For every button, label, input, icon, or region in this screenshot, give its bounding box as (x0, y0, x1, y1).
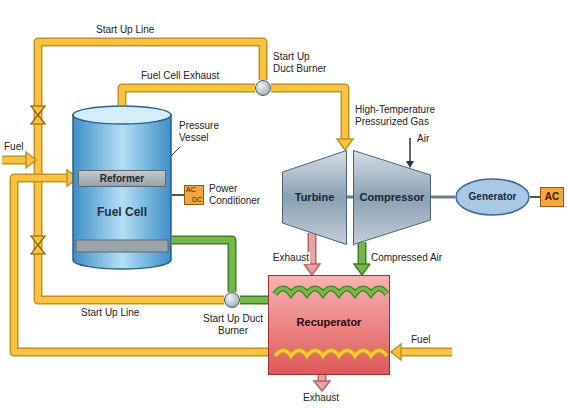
air-inlet-arrow (406, 138, 414, 168)
valve-half (31, 106, 45, 115)
pipe-label: Air (416, 133, 430, 145)
dc-mark: DC (192, 196, 202, 204)
arrow-head (354, 264, 370, 275)
machine-body (354, 151, 431, 245)
duct-burner: Start Up Duct Burner (255, 80, 271, 96)
node-heading: Start Up Duct Burner (273, 51, 333, 75)
pipe-fill (530, 196, 540, 198)
pipe-fill (398, 349, 452, 355)
link-line (530, 197, 540, 198)
link-line (172, 195, 184, 196)
fuel-coil (275, 351, 387, 357)
generator-body (456, 179, 529, 215)
cylinder-top (73, 106, 171, 124)
power-conditioner: ACDCPower Conditioner (184, 185, 204, 205)
arrow-head (406, 161, 414, 168)
pipe-fill (240, 297, 268, 303)
machine-body (283, 151, 347, 245)
air-coil (275, 289, 387, 295)
pipe-label: Fuel (410, 334, 431, 346)
node-title: Recuperator (269, 316, 389, 329)
arrow-head (337, 139, 353, 150)
link-line (347, 197, 353, 198)
arrow-head (391, 344, 401, 360)
flow-label: Fuel Cell Exhaust (140, 70, 232, 82)
valve-half (31, 115, 45, 124)
turbine-shape: Turbine (282, 150, 347, 245)
arrow-head (314, 381, 330, 391)
pipe-outline (398, 348, 452, 357)
pipe-label: Pressure Vessel (178, 120, 232, 144)
flow-label: Compressed Air (370, 252, 452, 264)
pipe-fill (122, 88, 255, 105)
process-pipe (172, 240, 232, 292)
arrow-head (26, 152, 36, 168)
node-title: AC (541, 188, 563, 206)
pipe-label: Fuel (3, 141, 24, 153)
pressure-vessel-cylinder (72, 105, 172, 270)
process-pipe (354, 242, 370, 275)
valve-half (31, 245, 45, 254)
ac-output-box: AC (540, 187, 564, 207)
node-title: Reformer (79, 171, 165, 186)
lower-plate (76, 240, 168, 252)
pipe-outline (122, 88, 255, 105)
exhaust-outlet-pipe (314, 375, 330, 391)
recuperator-box: Recuperator (268, 275, 390, 375)
ac-mark: AC (186, 186, 196, 194)
fuel-feed-pipe (391, 344, 452, 360)
flow-label: Exhaust (264, 252, 310, 264)
pipe-fill (431, 196, 455, 199)
fuel-cell-vessel: Fuel Cell Reformer (72, 105, 172, 270)
air-coil (275, 289, 387, 295)
duct-burner: Start Up Duct Burner (224, 292, 240, 308)
link-line (431, 197, 455, 198)
pipe-fill (172, 240, 232, 292)
pipe-fill (38, 42, 263, 300)
compressor-shape: Compressor (353, 150, 431, 245)
fuel-inlet-pipe (2, 152, 36, 168)
pipe-label: Start Up Line (80, 307, 140, 319)
process-pipe (122, 88, 255, 105)
pipe-label: Exhaust (302, 392, 340, 404)
valve-half (31, 236, 45, 245)
node-title: Generator (455, 191, 530, 203)
generator-ellipse: Generator (455, 178, 530, 216)
node-heading: Power Conditioner (209, 183, 271, 207)
pipe-outline (172, 240, 232, 292)
node-heading: Start Up Duct Burner (201, 313, 265, 337)
process-pipe (240, 300, 268, 301)
process-pipe (271, 88, 353, 150)
node-title: Turbine (282, 191, 347, 204)
node-title: Compressor (353, 191, 431, 204)
pipe-fill (347, 196, 353, 199)
reformer-band: Reformer (78, 170, 166, 187)
arrow-head (304, 264, 320, 275)
pipe-outline (240, 296, 268, 305)
cylinder-body (73, 115, 171, 269)
arrow-line (409, 138, 411, 162)
node-title: Fuel Cell (97, 205, 147, 219)
start-up-line-pipe (38, 42, 263, 300)
pipe-outline (271, 88, 345, 142)
pipe-outline (38, 42, 263, 300)
fuel-coil (275, 351, 387, 357)
pipe-label: Start Up Line (95, 24, 155, 36)
pipe-fill (172, 194, 184, 196)
flow-label: High-Temperature Pressurized Gas (354, 104, 456, 128)
pipe-fill (271, 88, 345, 142)
